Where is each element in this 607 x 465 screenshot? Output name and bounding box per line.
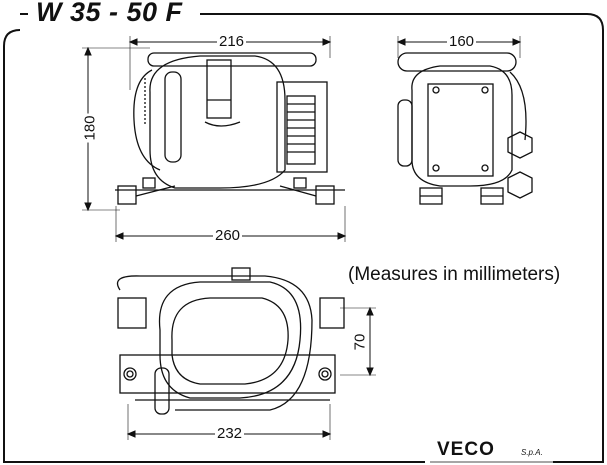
dim-side-width: 160 (447, 33, 477, 50)
dim-top-view-width: 232 (215, 425, 245, 442)
drawing-title: W 35 - 50 F (30, 0, 189, 28)
dim-front-base-width: 260 (213, 227, 243, 244)
dim-top-view-depth: 70 (351, 331, 369, 353)
dim-front-height: 180 (81, 113, 99, 143)
front-dimension-lines (82, 36, 347, 242)
top-view (116, 267, 345, 415)
drawing-frame (3, 13, 604, 463)
front-view (115, 52, 345, 205)
dim-front-top-width: 216 (217, 33, 247, 50)
units-note: (Measures in millimeters) (348, 264, 561, 285)
brand-logo: VECO (437, 439, 495, 460)
brand-suffix: S.p.A. (521, 448, 543, 457)
side-view (397, 52, 533, 205)
